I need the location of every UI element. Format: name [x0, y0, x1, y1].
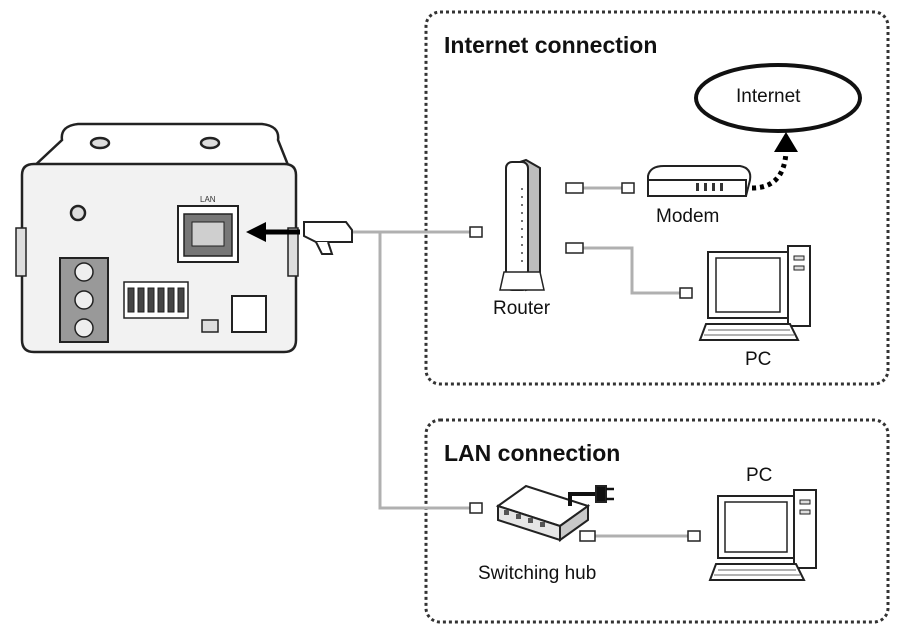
modem-label: Modem	[656, 206, 720, 227]
camera-device	[15, 122, 299, 354]
lan-connection-frame	[424, 418, 890, 624]
camera-to-hub-cable	[378, 232, 470, 510]
lan-connection-title: LAN connection	[444, 440, 621, 466]
lan-plug	[303, 221, 353, 255]
camera-screw	[69, 204, 87, 222]
pc-internet-device	[698, 245, 811, 341]
pc-internet-label: PC	[745, 349, 772, 370]
switching-hub-label: Switching hub	[478, 563, 597, 584]
connect-arrow	[246, 222, 300, 242]
camera-top-panel	[26, 122, 292, 172]
cables	[350, 186, 688, 538]
modem-device	[647, 165, 752, 197]
pc-lan-label: PC	[746, 465, 773, 486]
router-label: Router	[493, 298, 551, 319]
internet-connection-title: Internet connection	[444, 32, 658, 58]
router-device	[499, 158, 545, 292]
internet-connection-frame	[424, 10, 890, 386]
switching-hub-device	[495, 484, 614, 542]
pc-lan-device	[708, 489, 817, 581]
dip-switch-block	[123, 281, 189, 319]
internet-cloud	[694, 63, 862, 133]
internet-label: Internet	[736, 86, 801, 107]
cable-connectors	[469, 182, 701, 542]
modem-to-internet-link	[751, 132, 798, 191]
camera-lan-port-label: LAN	[200, 195, 216, 204]
router-to-pc-cable	[583, 246, 680, 295]
